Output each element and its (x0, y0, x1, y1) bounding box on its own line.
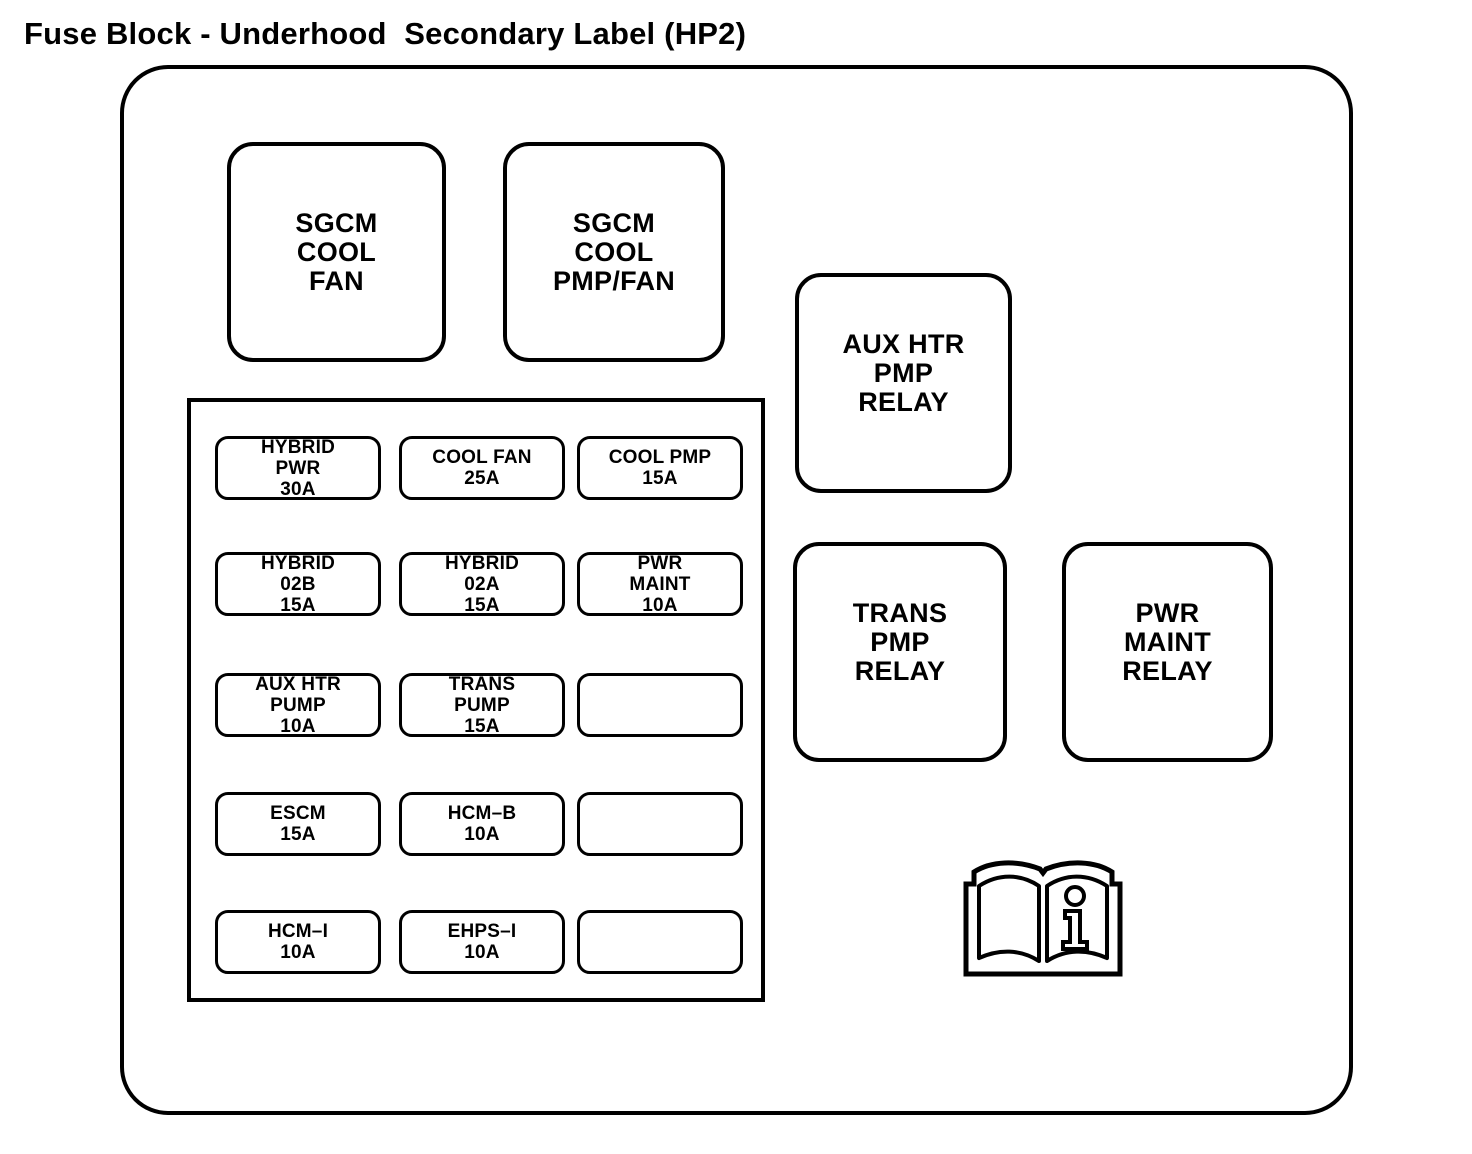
fuse-hcm-i-label: HCM–I 10A (267, 921, 329, 963)
empty-fuse-slot (577, 910, 743, 974)
fuse-hybrid-pwr-label: HYBRID PWR 30A (260, 436, 336, 500)
fuse-hybrid-pwr: HYBRID PWR 30A (215, 436, 381, 500)
fuse-pwr-maint-label: PWR MAINT 10A (629, 552, 691, 616)
fuse-trans-pump: TRANS PUMP 15A (399, 673, 565, 737)
fuse-escm: ESCM 15A (215, 792, 381, 856)
fuse-aux-htr-pump-label: AUX HTR PUMP 10A (255, 673, 341, 737)
fuse-hybrid-02a: HYBRID 02A 15A (399, 552, 565, 616)
fuse-hybrid-02a-label: HYBRID 02A 15A (444, 552, 520, 616)
aux-htr-pmp-relay-box: AUX HTR PMP RELAY (795, 273, 1012, 493)
fuse-hcm-b: HCM–B 10A (399, 792, 565, 856)
page-title: Fuse Block - Underhood Secondary Label (… (24, 16, 747, 51)
trans-pmp-relay-box: TRANS PMP RELAY (793, 542, 1007, 762)
empty-fuse-slot (577, 673, 743, 737)
fuse-cool-pmp: COOL PMP 15A (577, 436, 743, 500)
trans-pmp-relay-label: TRANS PMP RELAY (852, 597, 948, 686)
fuse-hcm-i: HCM–I 10A (215, 910, 381, 974)
fuse-cool-fan-label: COOL FAN 25A (432, 447, 532, 489)
sgcm-cool-pmp-fan-box: SGCM COOL PMP/FAN (503, 142, 725, 362)
aux-htr-pmp-relay-label: AUX HTR PMP RELAY (842, 328, 965, 417)
fuse-ehps-i: EHPS–I 10A (399, 910, 565, 974)
fuse-hcm-b-label: HCM–B 10A (447, 803, 517, 845)
fuse-escm-label: ESCM 15A (270, 803, 326, 845)
fuse-pwr-maint: PWR MAINT 10A (577, 552, 743, 616)
empty-fuse-slot (577, 792, 743, 856)
sgcm-cool-fan-label: SGCM COOL FAN (295, 207, 378, 296)
fuse-cool-fan: COOL FAN 25A (399, 436, 565, 500)
sgcm-cool-fan-box: SGCM COOL FAN (227, 142, 446, 362)
pwr-maint-relay-box: PWR MAINT RELAY (1062, 542, 1273, 762)
fuse-trans-pump-label: TRANS PUMP 15A (448, 673, 516, 737)
fuse-ehps-i-label: EHPS–I 10A (447, 921, 517, 963)
pwr-maint-relay-label: PWR MAINT RELAY (1122, 597, 1213, 686)
fuse-hybrid-02b-label: HYBRID 02B 15A (260, 552, 336, 616)
fuse-hybrid-02b: HYBRID 02B 15A (215, 552, 381, 616)
fuse-cool-pmp-label: COOL PMP 15A (608, 447, 712, 489)
sgcm-cool-pmp-fan-label: SGCM COOL PMP/FAN (552, 207, 676, 296)
fuse-aux-htr-pump: AUX HTR PUMP 10A (215, 673, 381, 737)
open-book-information-icon (963, 860, 1123, 977)
